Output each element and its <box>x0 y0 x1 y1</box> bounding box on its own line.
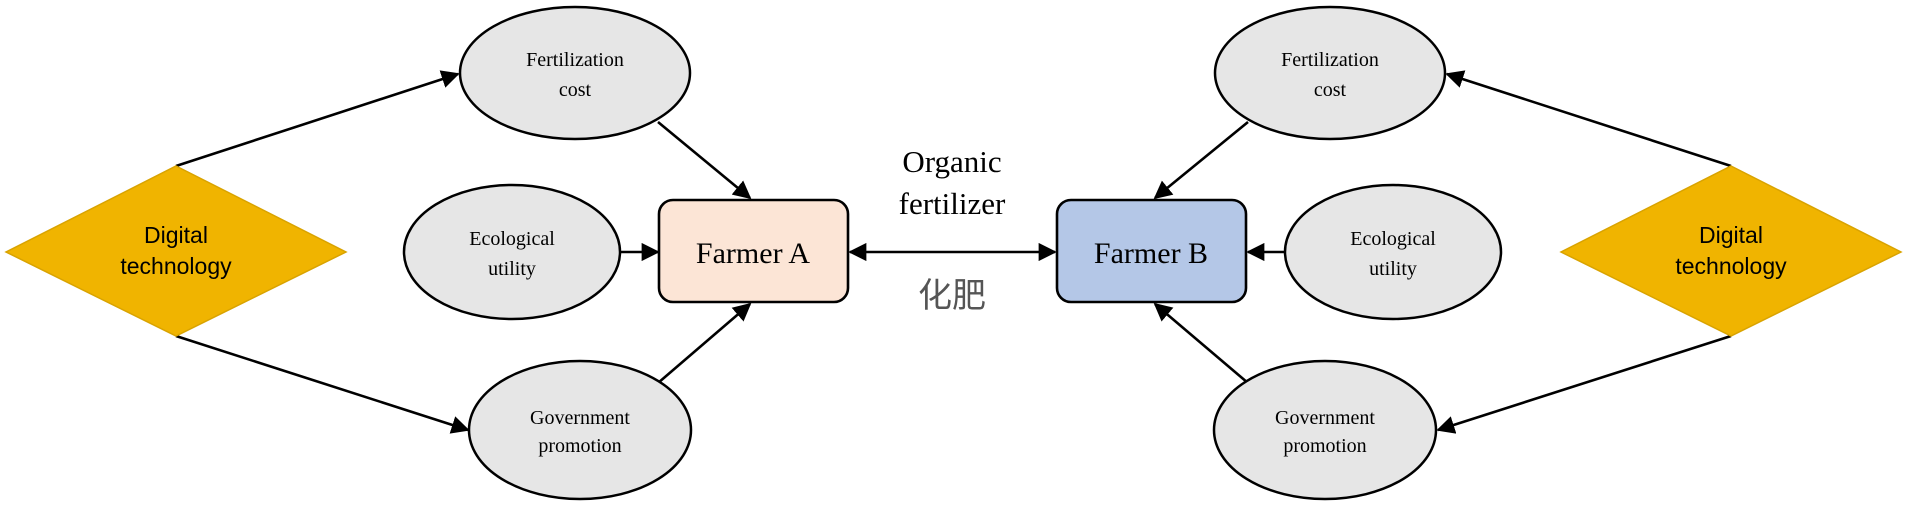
farmer-a-label: Farmer A <box>696 237 810 270</box>
node-digital-technology-left: Digital technology <box>4 165 348 337</box>
node-fertilization-cost-left: Fertilization cost <box>458 5 692 141</box>
ecological-utility-right-line1: Ecological <box>1350 228 1436 250</box>
digital-technology-left-line1: Digital <box>144 222 208 248</box>
government-promotion-left-line1: Government <box>530 407 630 429</box>
ecological-utility-right-line2: utility <box>1369 258 1417 280</box>
digital-technology-right-line2: technology <box>1675 253 1787 279</box>
edge-promotion-to-farmer-b <box>1153 302 1249 384</box>
fertilization-cost-left-line1: Fertilization <box>526 49 624 71</box>
digital-technology-right-line1: Digital <box>1699 222 1763 248</box>
node-government-promotion-right: Government promotion <box>1212 359 1438 501</box>
edges <box>175 70 1732 434</box>
edge-digital-to-cost-right <box>1445 70 1732 168</box>
organic-fertilizer-line2: fertilizer <box>899 186 1006 221</box>
edge-cost-to-farmer-b <box>1153 120 1249 200</box>
government-promotion-right-line2: promotion <box>1283 435 1366 457</box>
center-labels: Organic fertilizer 化肥 <box>899 144 1006 316</box>
edge-digital-to-promotion-left <box>175 334 470 434</box>
organic-fertilizer-line1: Organic <box>902 144 1001 179</box>
ecological-utility-left-line2: utility <box>488 258 536 280</box>
node-farmer-a: Farmer A <box>657 198 850 304</box>
fertilization-cost-right-line2: cost <box>1314 79 1347 101</box>
fertilization-cost-right-line1: Fertilization <box>1281 49 1379 71</box>
fertilization-cost-left-line2: cost <box>559 79 592 101</box>
edge-cost-to-farmer-a <box>657 120 752 200</box>
ecological-utility-left-line1: Ecological <box>469 228 555 250</box>
node-ecological-utility-right: Ecological utility <box>1283 183 1503 321</box>
edge-promotion-to-farmer-a <box>657 302 752 384</box>
node-farmer-b: Farmer B <box>1055 198 1248 304</box>
edge-digital-to-promotion-right <box>1436 334 1732 434</box>
node-government-promotion-left: Government promotion <box>467 359 693 501</box>
digital-technology-left-line2: technology <box>120 253 232 279</box>
chemical-fertilizer-label: 化肥 <box>918 276 986 316</box>
node-ecological-utility-left: Ecological utility <box>402 183 622 321</box>
node-fertilization-cost-right: Fertilization cost <box>1213 5 1447 141</box>
edge-digital-to-cost-left <box>175 70 460 168</box>
government-promotion-right-line1: Government <box>1275 407 1375 429</box>
node-digital-technology-right: Digital technology <box>1559 165 1903 337</box>
farmer-b-label: Farmer B <box>1094 237 1208 270</box>
government-promotion-left-line2: promotion <box>538 435 621 457</box>
